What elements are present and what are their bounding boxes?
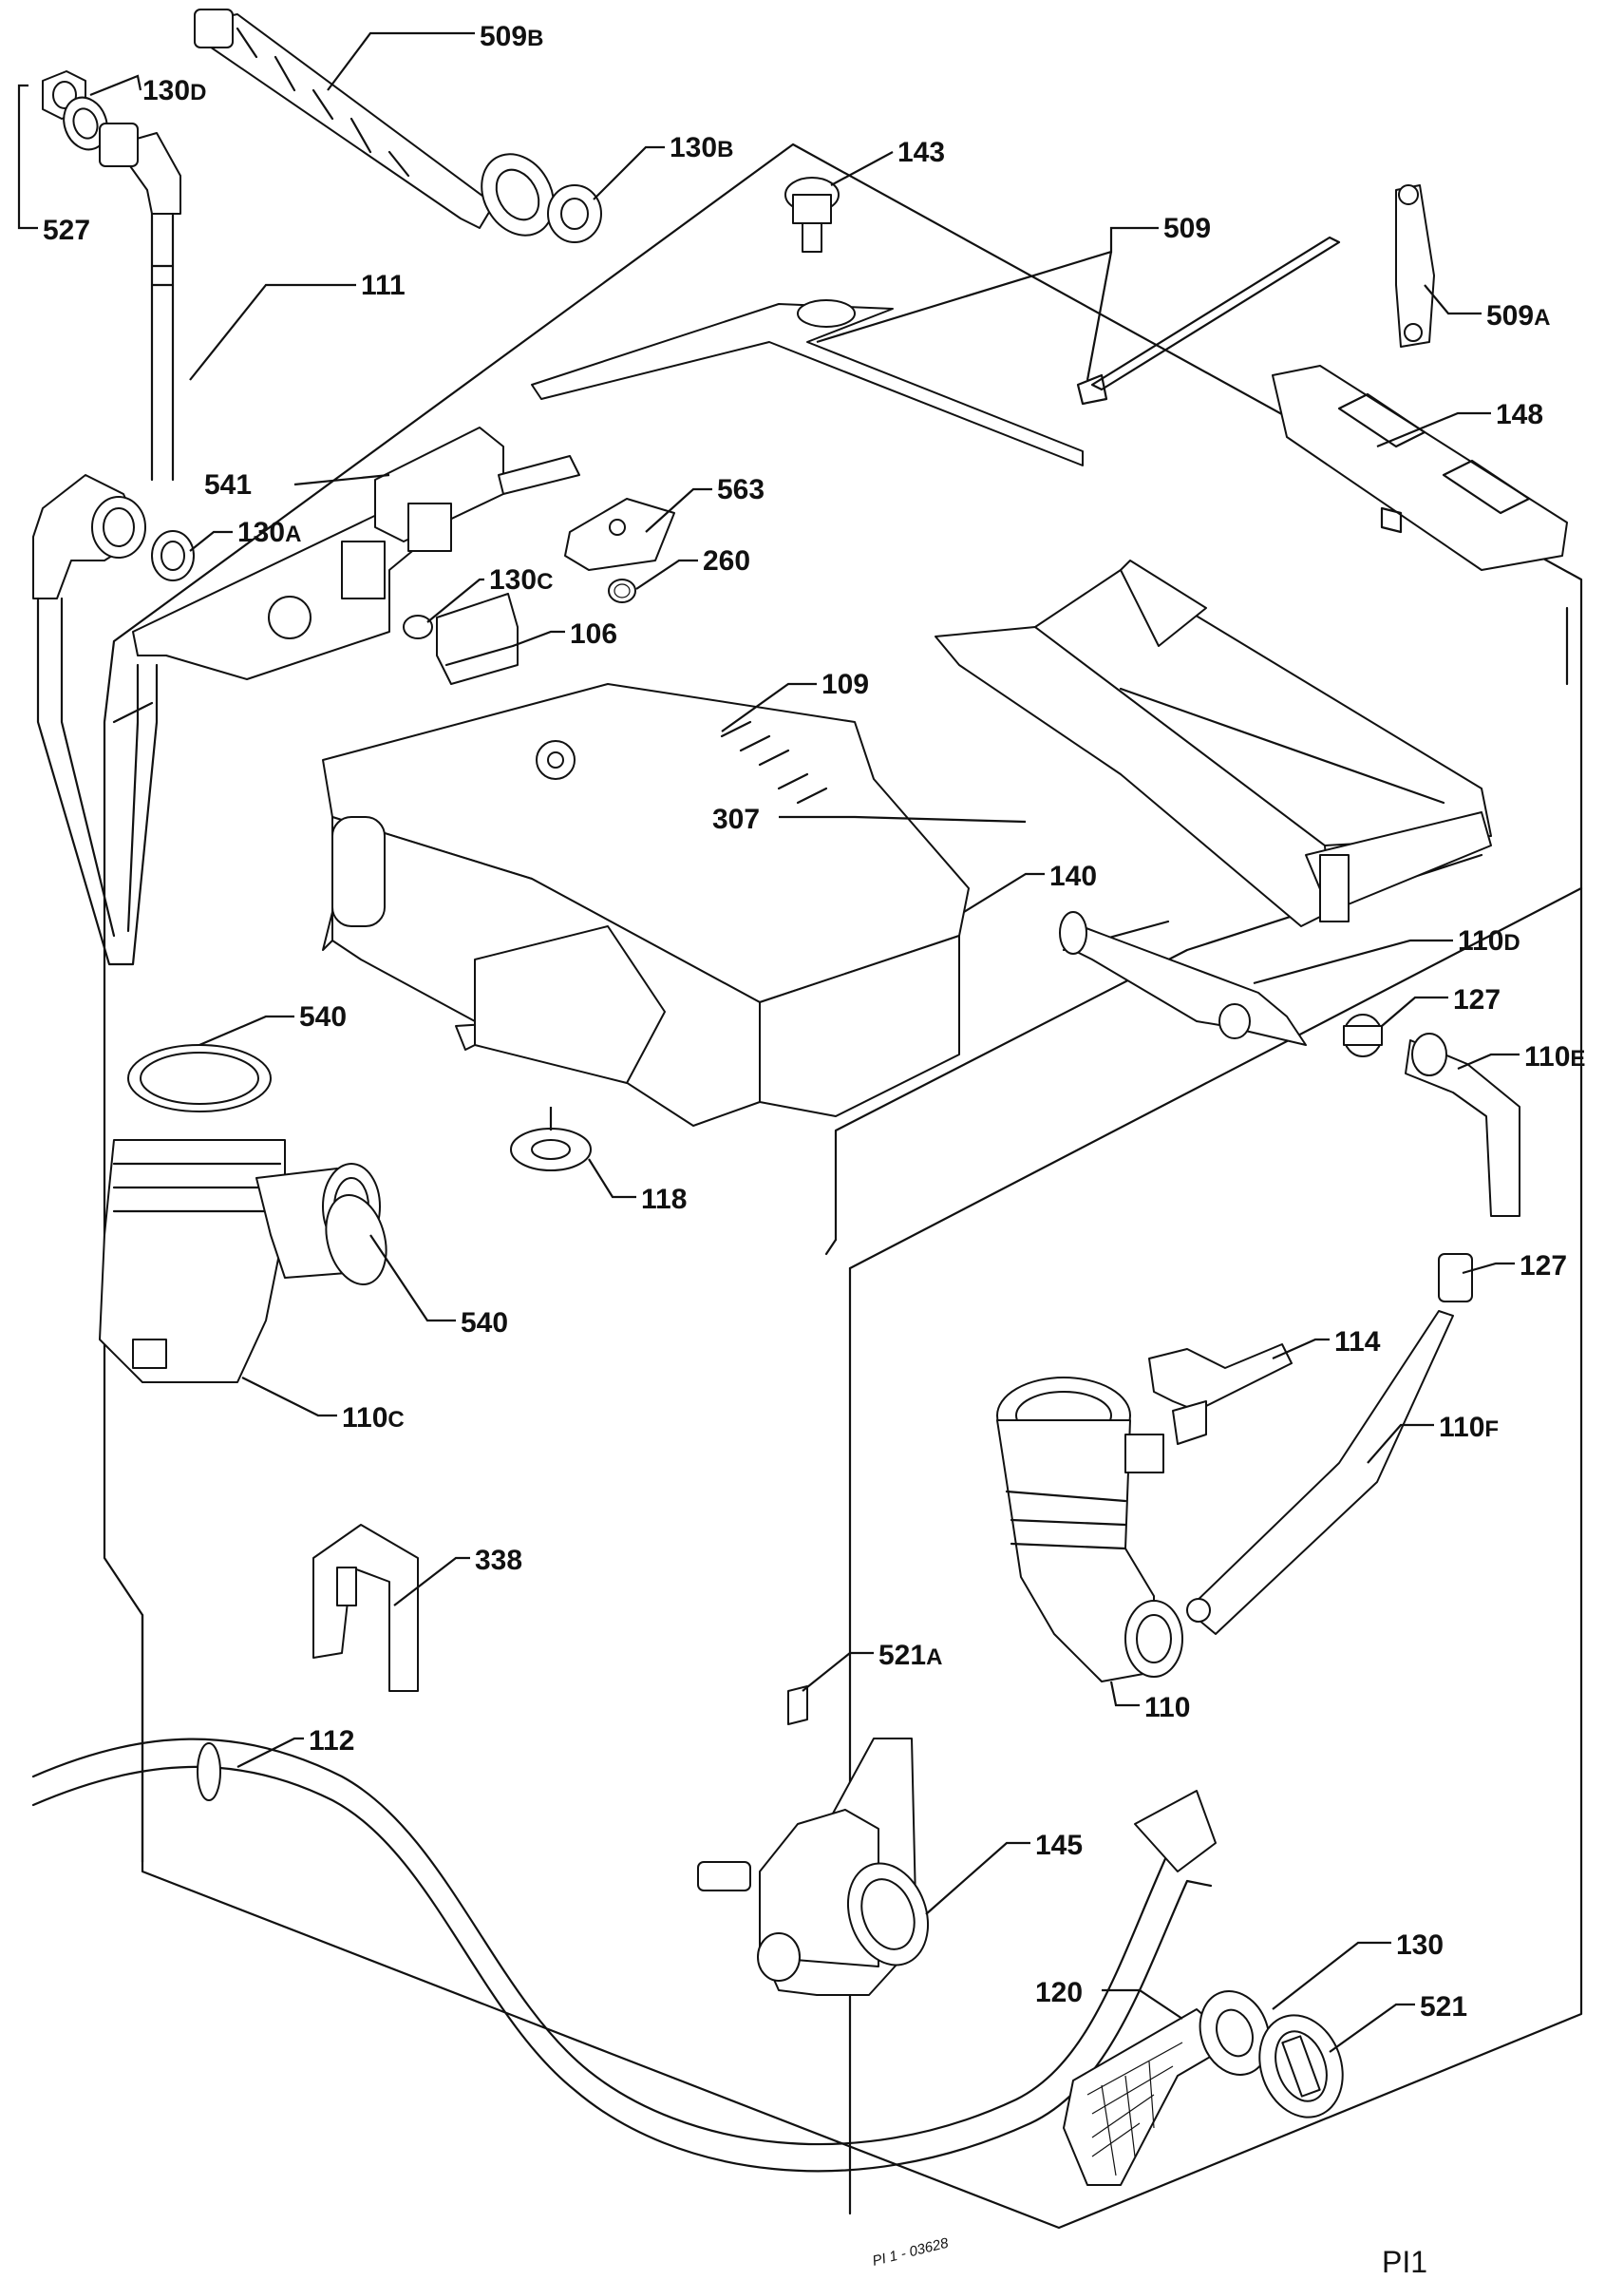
label-120: 120 [1035,1977,1083,2008]
leader-lines [17,31,1520,2053]
part-labels: 509B 130D 527 130B 143 509 509A 111 148 … [43,21,1585,2023]
part-130c-washer [403,615,433,639]
part-112-drain-hose [31,1738,1213,2173]
part-110d-hose [1059,911,1307,1046]
part-110-sump-boot [996,1377,1183,1682]
part-114-bracket [1148,1343,1293,1445]
label-109: 109 [821,669,869,700]
label-148: 148 [1496,399,1543,430]
part-509a-arm [1395,184,1435,348]
part-145-pump-housing [697,1685,1217,1996]
label-145: 145 [1035,1830,1083,1861]
label-140: 140 [1049,861,1097,892]
label-127-lower: 127 [1520,1250,1567,1282]
part-307-dispenser-drawer [935,560,1492,927]
part-130-seal [1199,1990,1271,2076]
sheet-id: PI1 [1382,2245,1427,2279]
label-127-upper: 127 [1453,984,1501,1016]
label-130c: 130C [489,564,553,596]
label-540-lower: 540 [461,1307,508,1339]
part-111-inlet-hose [99,123,181,482]
part-127b-coupling [1438,1253,1473,1302]
label-110f: 110F [1439,1412,1499,1443]
label-540-upper: 540 [299,1001,347,1033]
label-130: 130 [1396,1929,1444,1961]
label-521: 521 [1420,1991,1467,2023]
label-112: 112 [309,1725,354,1757]
part-509b-inlet-pipe [194,9,555,237]
part-130d-seal [63,96,108,151]
cabinet-outline [103,142,1583,2230]
label-110c: 110C [342,1402,405,1434]
part-540-clamp-upper [127,1044,272,1112]
part-338-u-clip [312,1524,419,1692]
part-130a-hose-elbow [32,474,195,966]
part-110e-hose [1405,1033,1520,1217]
label-521a: 521A [878,1640,942,1671]
part-106-clip [436,593,519,685]
part-540-clamp-lower [325,1193,387,1286]
label-114: 114 [1334,1326,1381,1358]
label-143: 143 [897,137,945,168]
part-140-tub-body [322,816,960,1127]
label-509: 509 [1163,213,1211,244]
label-541: 541 [204,469,252,501]
label-509b: 509B [480,21,543,52]
label-307: 307 [712,804,760,835]
label-110d: 110D [1458,925,1520,957]
part-148-cover [1272,365,1568,571]
part-541-valve-bracket [132,427,580,680]
label-111: 111 [361,270,406,301]
label-110e: 110E [1524,1041,1585,1073]
label-110: 110 [1144,1692,1190,1723]
label-130d: 130D [142,75,206,106]
part-521-cap [1258,2014,1344,2118]
part-260-spring [608,579,636,603]
part-143-knob [784,177,840,253]
part-509-lever [531,236,1341,466]
drawing-code: PI 1 - 03628 [871,2234,951,2269]
part-130b-ring [547,184,602,243]
label-338: 338 [475,1545,522,1576]
label-118: 118 [641,1184,687,1215]
label-527: 527 [43,215,90,246]
label-509a: 509A [1486,300,1550,332]
label-106: 106 [570,618,617,650]
label-130a: 130A [237,517,301,548]
label-563: 563 [717,474,765,505]
part-110f-hose [1186,1310,1454,1635]
part-118-wheel [510,1107,592,1171]
label-260: 260 [703,545,750,577]
part-127a-coupling [1343,1014,1383,1057]
part-563-plate [564,498,675,571]
label-130b: 130B [670,132,733,163]
